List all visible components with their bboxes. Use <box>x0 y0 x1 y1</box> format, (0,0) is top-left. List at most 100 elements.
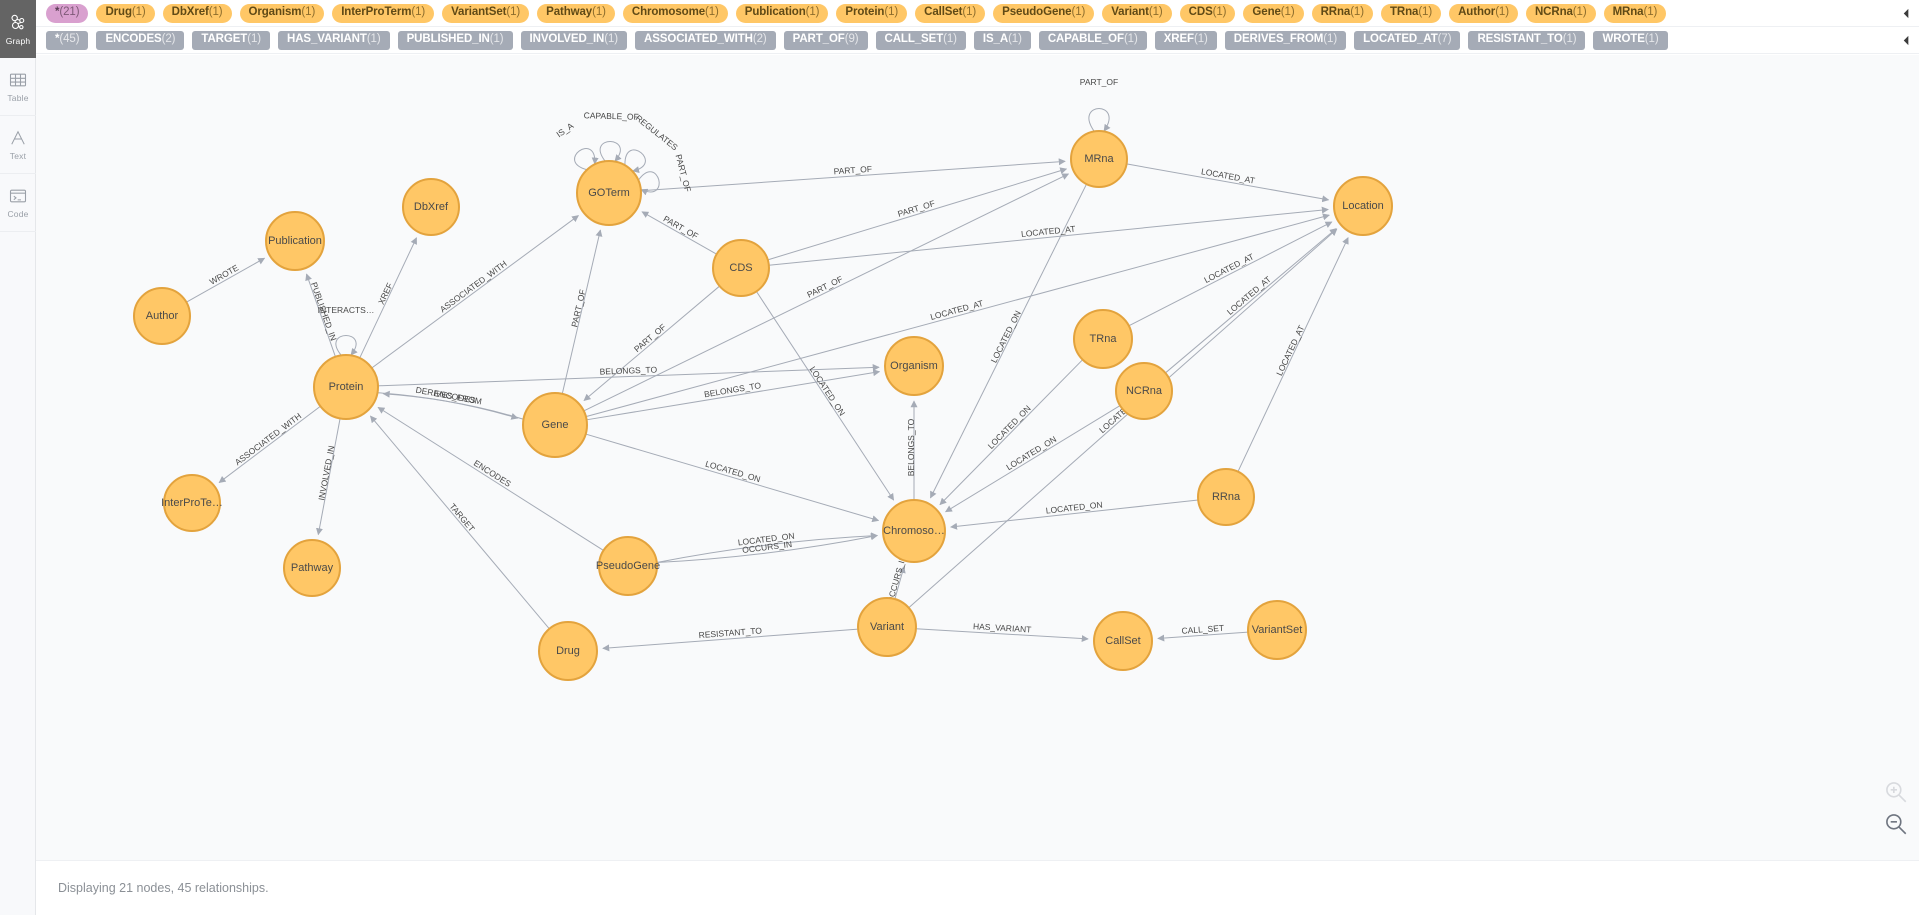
rel-chip-encodes[interactable]: ENCODES(2) <box>96 30 185 50</box>
graph-node-variantset[interactable]: VariantSet <box>1247 600 1307 660</box>
edge-belongs_to[interactable] <box>586 369 881 421</box>
zoom-out-icon[interactable] <box>1883 811 1909 837</box>
node-chip-cds[interactable]: CDS(1) <box>1179 3 1236 23</box>
graph-node-drug[interactable]: Drug <box>538 621 598 681</box>
edge-wrote[interactable] <box>186 257 266 303</box>
edge-published_in[interactable] <box>305 273 336 357</box>
sidebar-item-code[interactable]: Code <box>0 174 36 232</box>
edge-located_on[interactable] <box>930 183 1087 499</box>
edge-derives_from[interactable] <box>377 392 519 420</box>
node-circle[interactable] <box>598 536 658 596</box>
graph-node-variant[interactable]: Variant <box>857 597 917 657</box>
edge-is_a[interactable] <box>574 148 599 171</box>
node-circle[interactable] <box>402 178 460 236</box>
graph-node-callset[interactable]: CallSet <box>1093 611 1153 671</box>
node-chip-dbxref[interactable]: DbXref(1) <box>162 3 232 23</box>
graph-node-trna[interactable]: TRna <box>1073 309 1133 369</box>
edge-occurs_in[interactable] <box>894 565 906 600</box>
edge-located_at[interactable] <box>908 228 1338 609</box>
node-chip-rrna[interactable]: RRna(1) <box>1311 3 1373 23</box>
node-chip-trna[interactable]: TRna(1) <box>1380 3 1442 23</box>
edge-part_of[interactable] <box>583 173 1070 412</box>
node-chip-drug[interactable]: Drug(1) <box>96 3 155 23</box>
node-chip-author[interactable]: Author(1) <box>1449 3 1518 23</box>
edge-located_at[interactable] <box>1128 221 1333 327</box>
node-circle[interactable] <box>882 499 946 563</box>
node-circle[interactable] <box>133 287 191 345</box>
rel-chip-derives_from[interactable]: DERIVES_FROM(1) <box>1224 30 1347 50</box>
edge-part_of[interactable] <box>561 229 603 394</box>
rel-chipbar-collapse-icon[interactable] <box>1897 31 1915 49</box>
edge-call_set[interactable] <box>1157 631 1249 642</box>
node-circle[interactable] <box>1073 309 1133 369</box>
edge-located_on[interactable] <box>585 433 880 523</box>
edge-part_of[interactable] <box>641 211 717 255</box>
graph-node-protein[interactable]: Protein <box>313 354 379 420</box>
node-chip-all[interactable]: *(21) <box>46 3 89 23</box>
edge-located_on[interactable] <box>755 291 895 501</box>
node-chip-pathway[interactable]: Pathway(1) <box>537 3 615 23</box>
edge-part_of[interactable] <box>640 158 1066 192</box>
edge-encodes[interactable] <box>377 406 604 551</box>
graph-node-author[interactable]: Author <box>133 287 191 345</box>
rel-chip-wrote[interactable]: WROTE(1) <box>1593 30 1668 50</box>
node-circle[interactable] <box>1197 468 1255 526</box>
rel-chip-all[interactable]: *(45) <box>46 30 89 50</box>
node-chip-pseudogene[interactable]: PseudoGene(1) <box>993 3 1095 23</box>
node-circle[interactable] <box>857 597 917 657</box>
rel-chip-resistant_to[interactable]: RESISTANT_TO(1) <box>1468 30 1586 50</box>
edge-target[interactable] <box>370 415 550 630</box>
graph-node-goterm[interactable]: GOTerm <box>576 160 642 226</box>
edge-located_at[interactable] <box>1165 228 1337 374</box>
edge-regulates[interactable] <box>624 149 646 174</box>
nodes-layer[interactable]: AuthorPublicationDbXrefGOTermMRnaLocatio… <box>133 130 1393 681</box>
sidebar-item-text[interactable]: Text <box>0 116 36 174</box>
graph-node-cds[interactable]: CDS <box>712 239 770 297</box>
edge-occurs_in[interactable] <box>656 533 878 563</box>
edge-located_at[interactable] <box>1126 163 1330 203</box>
rel-chip-target[interactable]: TARGET(1) <box>192 30 270 50</box>
rel-chip-is_a[interactable]: IS_A(1) <box>973 30 1031 50</box>
edge-involved_in[interactable] <box>316 418 341 536</box>
node-chip-publication[interactable]: Publication(1) <box>735 3 829 23</box>
node-circle[interactable] <box>538 621 598 681</box>
node-circle[interactable] <box>884 336 944 396</box>
edge-part_of[interactable] <box>583 285 720 401</box>
edge-encodes[interactable] <box>382 390 524 420</box>
node-circle[interactable] <box>313 354 379 420</box>
node-circle[interactable] <box>522 392 588 458</box>
rel-chip-has_variant[interactable]: HAS_VARIANT(1) <box>277 30 390 50</box>
edge-associated_with[interactable] <box>218 405 321 483</box>
graph-node-dbxref[interactable]: DbXref <box>402 178 460 236</box>
node-circle[interactable] <box>576 160 642 226</box>
edge-belongs_to[interactable] <box>377 364 880 387</box>
node-circle[interactable] <box>1115 362 1173 420</box>
edge-located_at[interactable] <box>1237 237 1349 472</box>
graph-svg[interactable]: IS_ACAPABLE_OFREGULATESPART_OFPART_OFINT… <box>36 55 1919 860</box>
edge-located_at[interactable] <box>768 206 1329 266</box>
sidebar-item-table[interactable]: Table <box>0 58 36 116</box>
edge-located_on[interactable] <box>939 359 1084 506</box>
node-chip-ncrna[interactable]: NCRna(1) <box>1525 3 1596 23</box>
edge-interacts…[interactable] <box>335 335 358 356</box>
edge-located_on[interactable] <box>950 499 1199 530</box>
edge-part_of[interactable] <box>638 171 660 196</box>
rel-chip-located_at[interactable]: LOCATED_AT(7) <box>1354 30 1461 50</box>
node-circle[interactable] <box>1070 130 1128 188</box>
node-chip-variantset[interactable]: VariantSet(1) <box>442 3 530 23</box>
node-chip-organism[interactable]: Organism(1) <box>239 3 325 23</box>
edge-located_at[interactable] <box>585 213 1330 418</box>
graph-node-mrna[interactable]: MRna <box>1070 130 1128 188</box>
rel-chip-part_of[interactable]: PART_OF(9) <box>783 30 868 50</box>
node-chip-chromosome[interactable]: Chromosome(1) <box>622 3 728 23</box>
node-chip-protein[interactable]: Protein(1) <box>836 3 908 23</box>
node-chipbar-collapse-icon[interactable] <box>1897 4 1915 22</box>
edge-located_on[interactable] <box>945 405 1121 513</box>
rel-chip-involved_in[interactable]: INVOLVED_IN(1) <box>520 30 628 50</box>
node-circle[interactable] <box>265 211 325 271</box>
edge-part_of[interactable] <box>1088 108 1111 132</box>
edge-resistant_to[interactable] <box>602 628 859 652</box>
node-circle[interactable] <box>283 539 341 597</box>
edge-associated_with[interactable] <box>371 215 579 369</box>
node-circle[interactable] <box>163 474 221 532</box>
